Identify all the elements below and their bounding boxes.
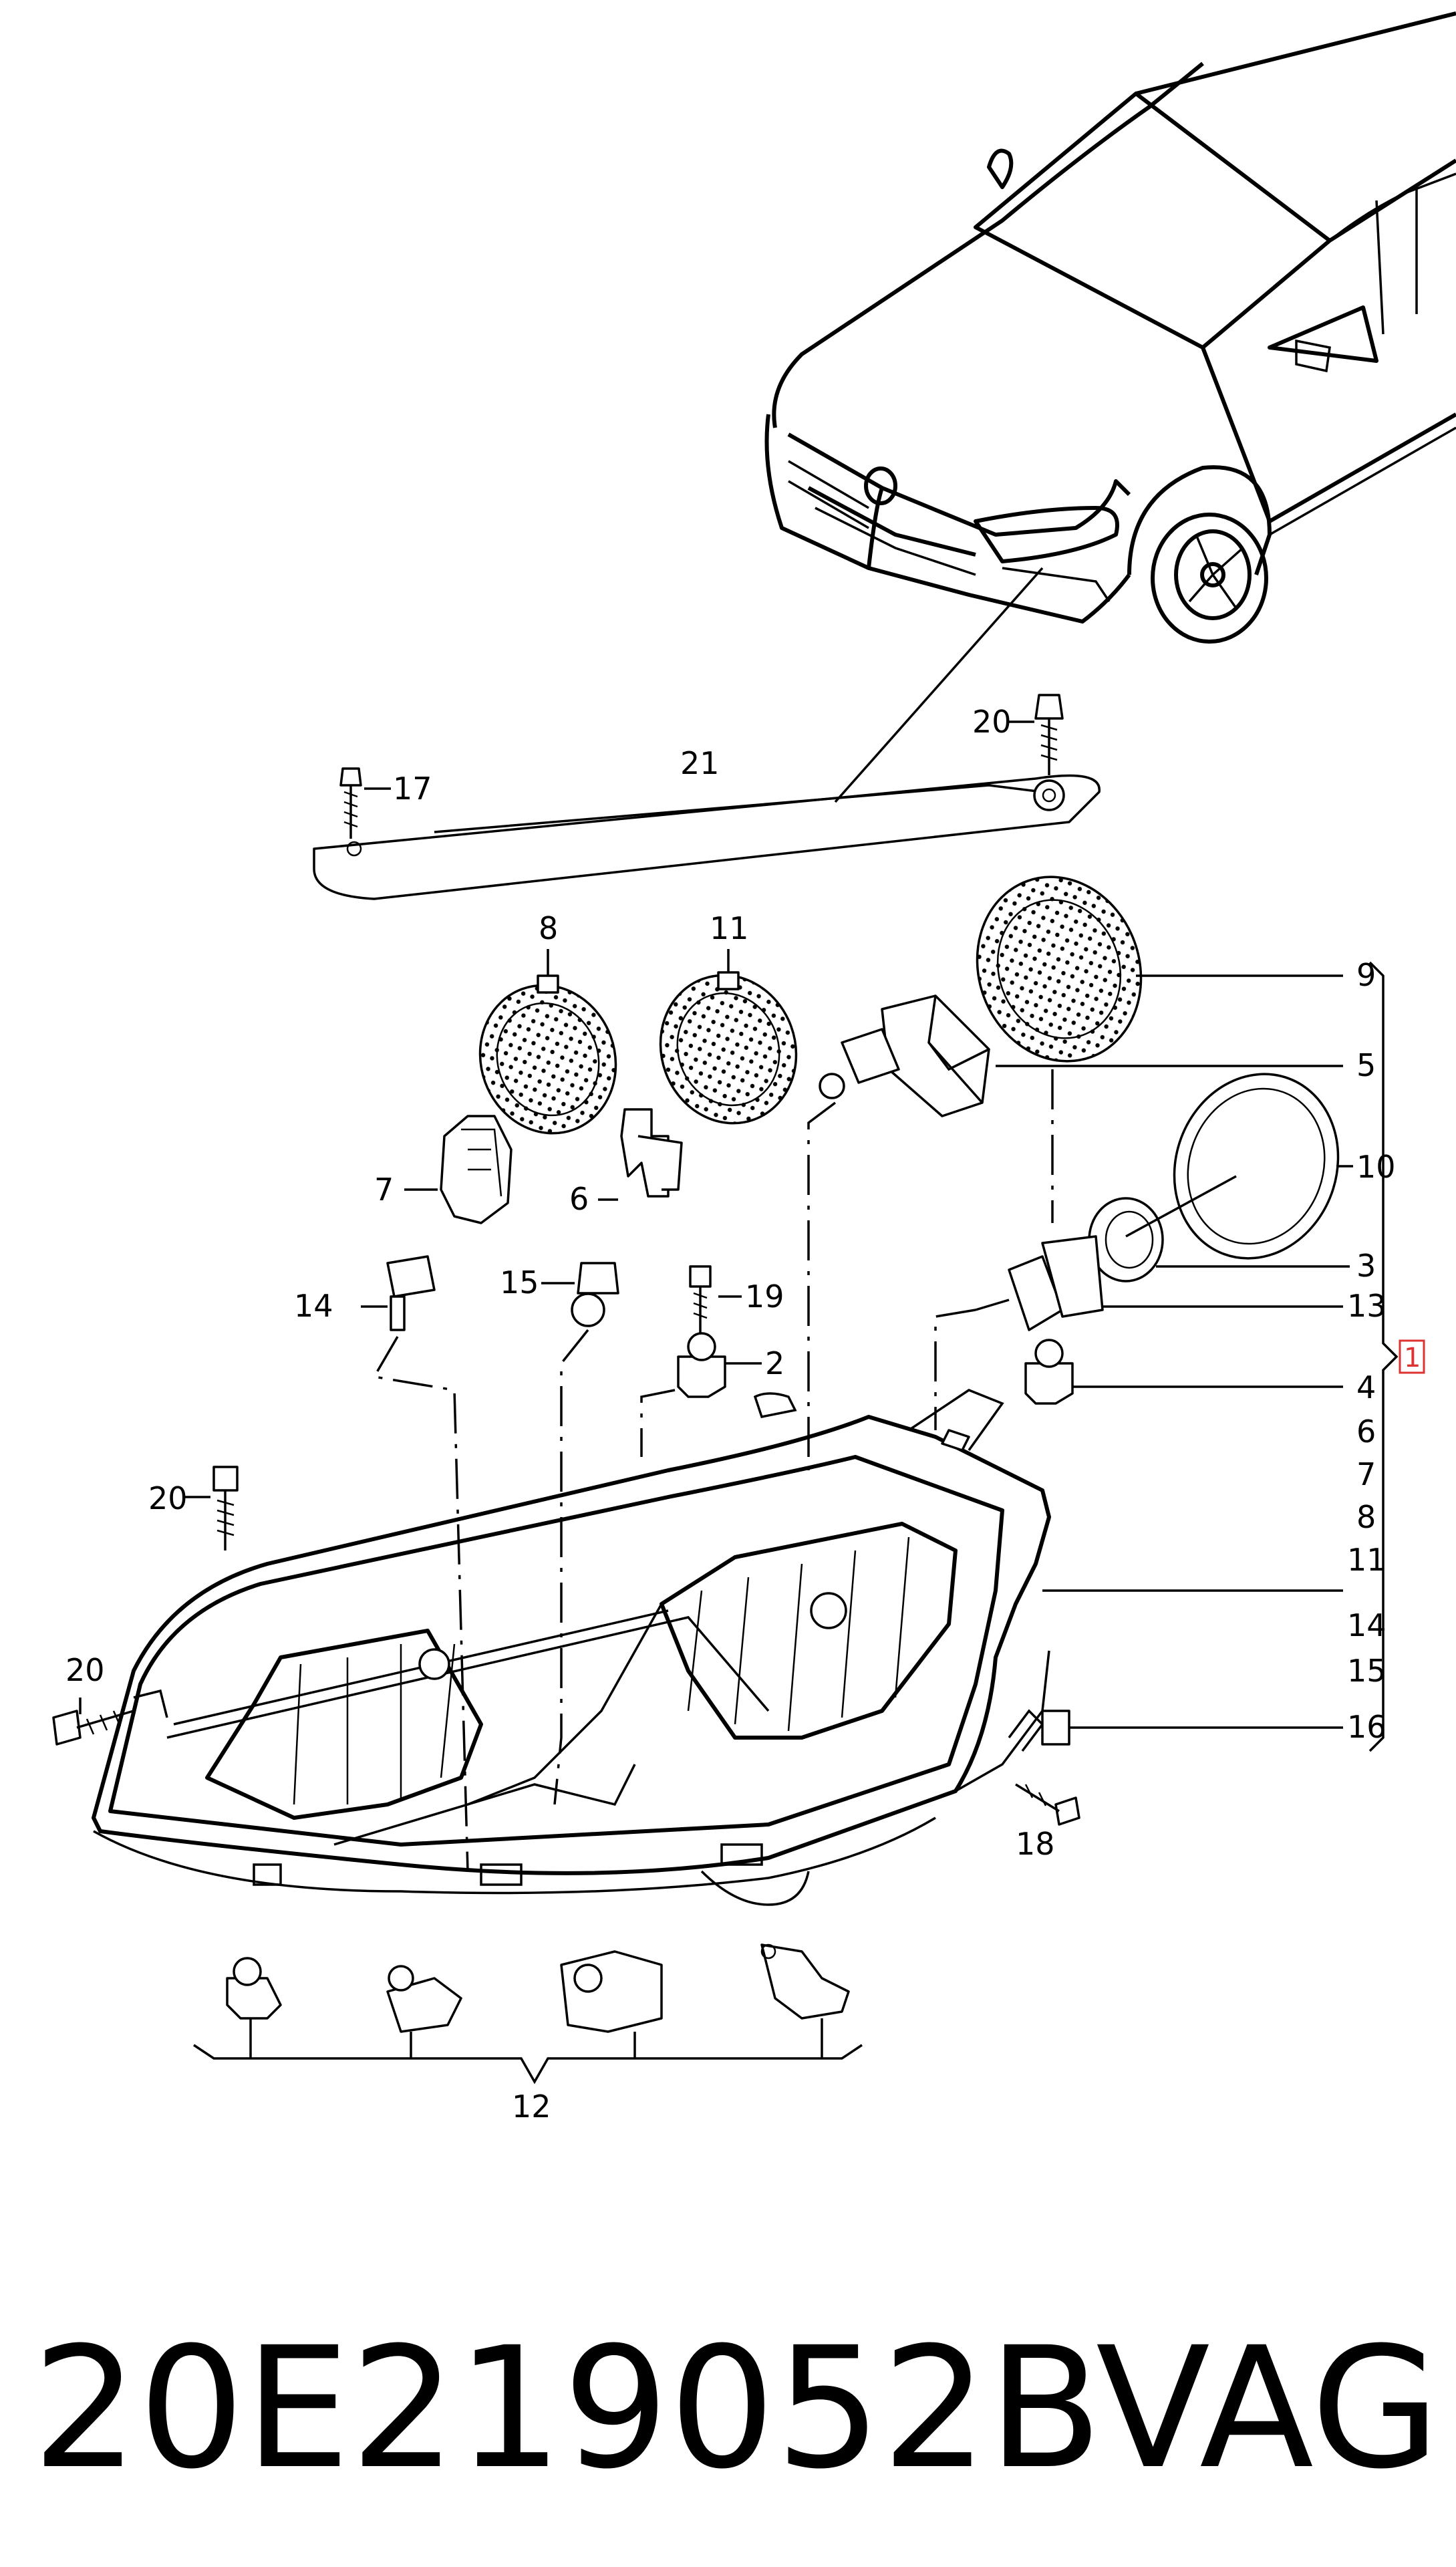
car-illustration	[764, 11, 1456, 644]
callout-18: 18	[1016, 1826, 1055, 1862]
screw-20-lower	[52, 1689, 168, 1746]
callout-labels: 21 17 20 8 11 9 5 7 6 10 3 14 15 19 13 2…	[65, 704, 1425, 2125]
cap-9	[976, 875, 1343, 1063]
bracket-item-8: 8	[1356, 1499, 1376, 1535]
screw-19	[689, 1265, 742, 1333]
nut-4	[1024, 1339, 1343, 1405]
headlight-housing	[92, 1309, 1343, 1906]
cap-8	[478, 949, 617, 1135]
callout-15: 15	[500, 1264, 539, 1301]
callout-5: 5	[1356, 1047, 1376, 1083]
callout-4: 4	[1356, 1369, 1376, 1405]
screw-18	[1015, 1783, 1080, 1826]
ring-10	[1173, 1073, 1353, 1260]
cap-3	[1088, 1175, 1350, 1282]
callout-2: 2	[765, 1345, 784, 1381]
trim-strip	[313, 567, 1101, 900]
bracket-item-6: 6	[1356, 1413, 1376, 1450]
callout-6: 6	[569, 1181, 589, 1217]
callout-10: 10	[1356, 1149, 1396, 1185]
callout-17: 17	[393, 771, 432, 807]
callout-13: 13	[1347, 1288, 1387, 1324]
callout-9: 9	[1356, 957, 1376, 993]
brand-name: VAG	[1096, 2311, 1440, 2506]
repair-kit-12	[193, 1943, 863, 2084]
bulb-14	[361, 1255, 469, 1872]
bracket-item-15: 15	[1347, 1653, 1387, 1689]
callout-20-lower: 20	[65, 1652, 105, 1688]
callout-3: 3	[1356, 1248, 1376, 1284]
part-number: 20E219052B	[32, 2311, 1103, 2506]
callout-12: 12	[512, 2088, 551, 2125]
bracket-item-11: 11	[1347, 1542, 1387, 1578]
clip-6	[598, 1108, 683, 1201]
screw-17	[339, 767, 391, 839]
callout-14: 14	[294, 1288, 333, 1324]
callout-11: 11	[710, 910, 749, 946]
bulb-13	[975, 1069, 1343, 1331]
nut-2	[677, 1332, 762, 1398]
callout-21: 21	[680, 745, 720, 781]
callout-bracket	[1368, 961, 1399, 1752]
bracket-item-7: 7	[1356, 1456, 1376, 1492]
callout-19: 19	[745, 1278, 784, 1315]
bracket-item-14: 14	[1347, 1607, 1387, 1643]
motor-5	[807, 994, 1343, 1470]
holder-7	[404, 1115, 513, 1224]
callout-7: 7	[374, 1172, 394, 1208]
callout-20-left: 20	[148, 1480, 188, 1516]
cap-11	[659, 949, 798, 1125]
callout-1-box	[1399, 1339, 1425, 1374]
callout-8: 8	[539, 910, 558, 946]
bulb-15	[541, 1262, 619, 1805]
screw-20-left	[184, 1466, 239, 1550]
callout-1: 1	[1404, 1343, 1421, 1373]
callout-20-top: 20	[972, 704, 1012, 740]
clip-16	[1041, 1710, 1343, 1746]
screw-20-top	[1009, 694, 1064, 775]
bracket-item-16: 16	[1347, 1709, 1387, 1745]
